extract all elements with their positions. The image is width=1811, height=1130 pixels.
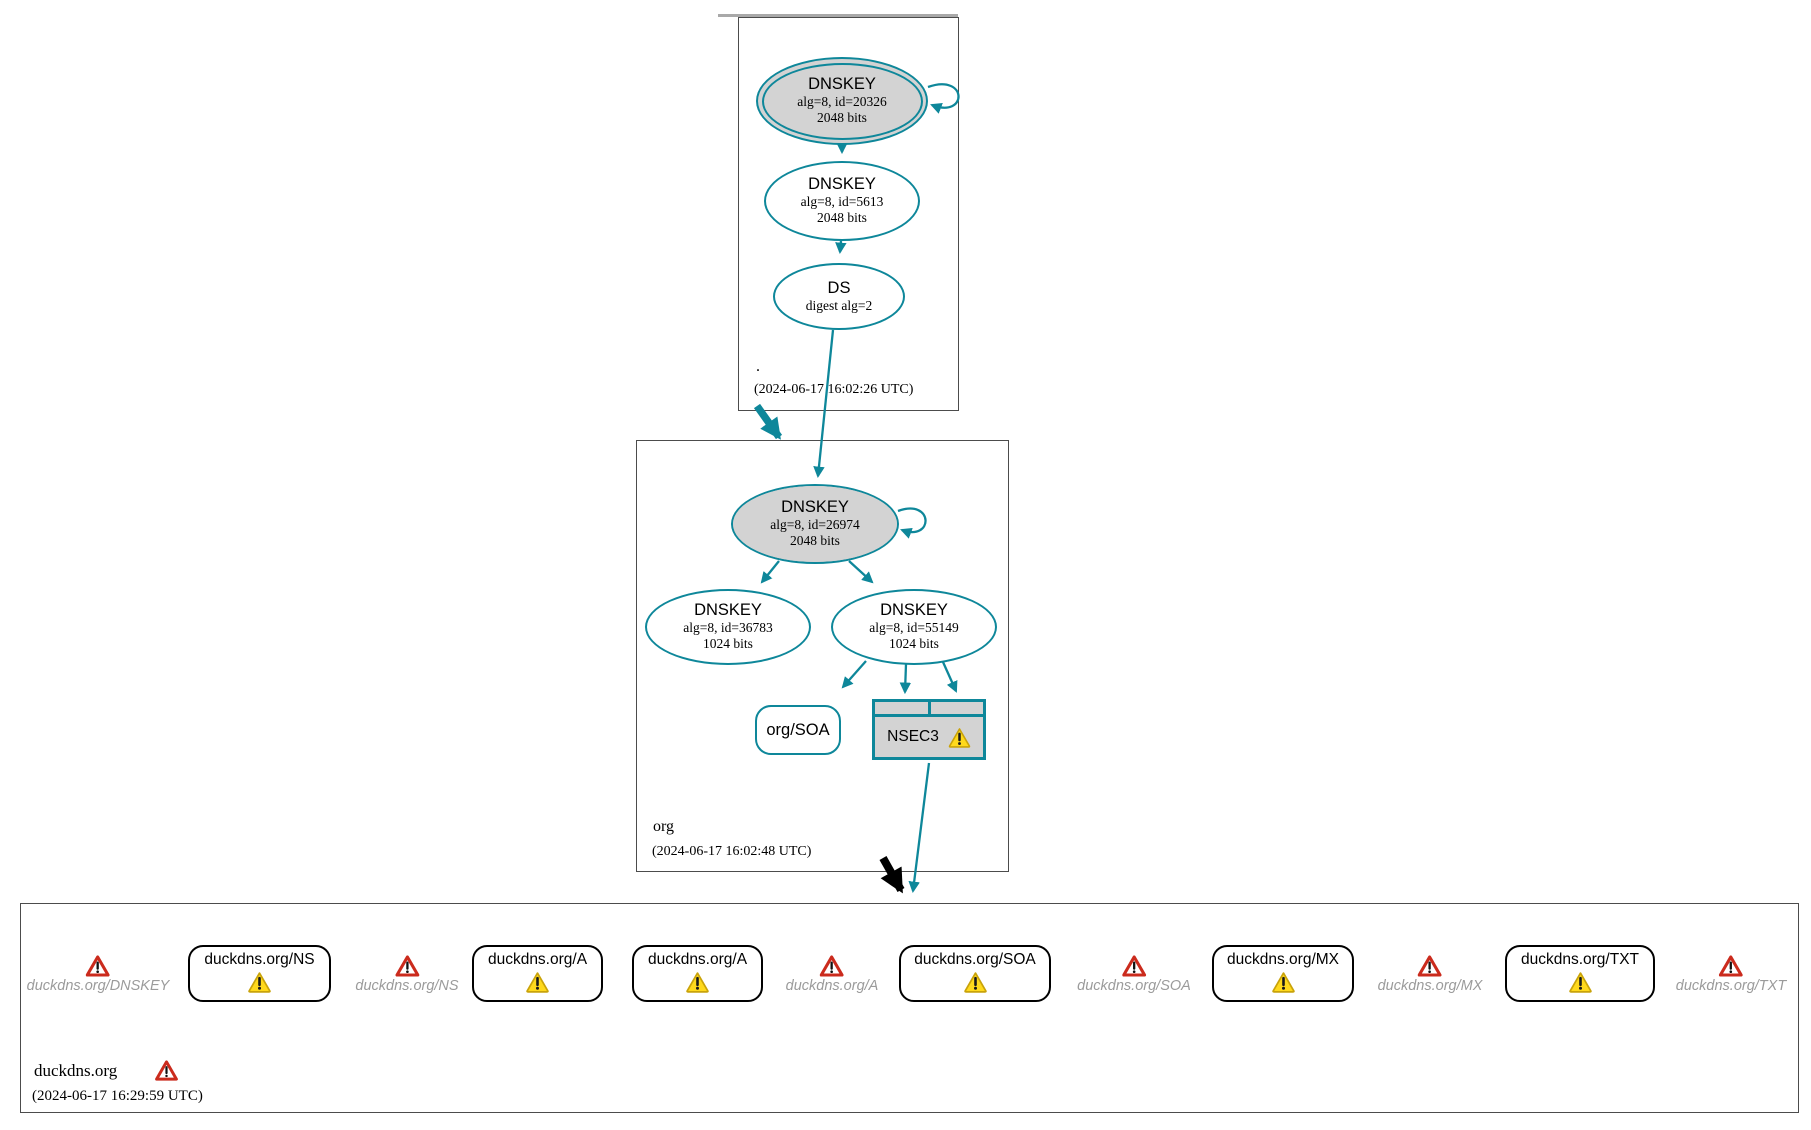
negative-rrset-label: duckdns.org/MX (1377, 978, 1483, 994)
nsec3-node[interactable]: NSEC3 (872, 699, 986, 760)
dnskey-node-org-zsk-36783[interactable]: DNSKEY alg=8, id=36783 1024 bits (645, 589, 811, 665)
warning-icon (1568, 971, 1593, 993)
rrset-node-org-soa[interactable]: org/SOA (755, 705, 841, 755)
zone-timestamp-org: (2024-06-17 16:02:48 UTC) (652, 844, 812, 859)
rrset-label: duckdns.org/NS (204, 951, 315, 968)
rrset-label: duckdns.org/A (647, 951, 748, 968)
node-detail: alg=8, id=36783 (683, 620, 773, 636)
warning-icon (685, 971, 710, 993)
rrset-node-duckdns-soa[interactable]: duckdns.org/SOA (899, 945, 1051, 1002)
nsec3-body: NSEC3 (875, 717, 983, 757)
nsec3-cell-right (930, 702, 983, 714)
nsec3-header-row (875, 702, 983, 714)
nsec3-label: NSEC3 (887, 728, 939, 745)
rrset-label: duckdns.org/TXT (1520, 951, 1640, 968)
rrset-node-duckdns-ns[interactable]: duckdns.org/NS (188, 945, 331, 1002)
negative-rrset-label: duckdns.org/SOA (1077, 978, 1191, 994)
dnskey-node-org-ksk-inner: DNSKEY alg=8, id=26974 2048 bits (733, 486, 897, 562)
dnskey-node-root-ksk-inner: DNSKEY alg=8, id=20326 2048 bits (761, 62, 923, 140)
node-detail: alg=8, id=26974 (770, 517, 860, 533)
zone-timestamp-duckdns: (2024-06-17 16:29:59 UTC) (32, 1088, 203, 1104)
dnskey-node-org-zsk-55149[interactable]: DNSKEY alg=8, id=55149 1024 bits (831, 589, 997, 665)
zone-label-org: org (653, 818, 675, 835)
node-detail: 1024 bits (889, 636, 939, 652)
rrset-label: duckdns.org/MX (1227, 951, 1339, 968)
node-detail: alg=8, id=20326 (797, 94, 887, 110)
negative-rrset-label: duckdns.org/NS (355, 978, 459, 994)
warning-icon (525, 971, 550, 993)
dnskey-node-org-zsk-55149-inner: DNSKEY alg=8, id=55149 1024 bits (833, 591, 995, 663)
ds-node-root[interactable]: DS digest alg=2 (773, 263, 905, 330)
dnskey-node-root-ksk[interactable]: DNSKEY alg=8, id=20326 2048 bits (756, 57, 928, 145)
error-node-duckdns-soa[interactable]: duckdns.org/SOA (1077, 955, 1191, 994)
rrset-node-duckdns-mx[interactable]: duckdns.org/MX (1212, 945, 1354, 1002)
zone-box-duckdns (20, 903, 1799, 1113)
node-detail: alg=8, id=5613 (800, 194, 884, 210)
error-icon (1122, 955, 1146, 977)
node-detail: 2048 bits (817, 110, 867, 126)
warning-icon (948, 727, 971, 748)
negative-rrset-label: duckdns.org/A (785, 978, 879, 994)
node-title: DS (827, 278, 851, 297)
warning-icon (1271, 971, 1296, 993)
rrset-label: duckdns.org/A (487, 951, 588, 968)
node-title: DNSKEY (808, 75, 876, 94)
nsec3-cell-left (875, 702, 928, 714)
error-icon (395, 955, 419, 977)
zone-label-root: . (756, 358, 760, 375)
zone-box-root (738, 17, 959, 411)
error-icon (1418, 955, 1442, 977)
node-detail: alg=8, id=55149 (869, 620, 959, 636)
node-title: DNSKEY (781, 498, 849, 517)
node-detail: 2048 bits (790, 533, 840, 549)
root-box-top-strip (718, 14, 958, 17)
negative-rrset-label: duckdns.org/DNSKEY (26, 978, 170, 994)
rrset-node-duckdns-txt[interactable]: duckdns.org/TXT (1505, 945, 1655, 1002)
error-node-duckdns-dnskey[interactable]: duckdns.org/DNSKEY (26, 955, 170, 994)
warning-icon (963, 971, 988, 993)
rrset-label: duckdns.org/SOA (914, 951, 1036, 968)
error-node-duckdns-a[interactable]: duckdns.org/A (785, 955, 879, 994)
rrset-node-duckdns-a-1[interactable]: duckdns.org/A (472, 945, 603, 1002)
zone-timestamp-root: (2024-06-17 16:02:26 UTC) (754, 382, 914, 397)
dnskey-node-org-ksk[interactable]: DNSKEY alg=8, id=26974 2048 bits (731, 484, 899, 564)
node-title: DNSKEY (808, 175, 876, 194)
error-icon (86, 955, 110, 977)
error-node-duckdns-ns[interactable]: duckdns.org/NS (355, 955, 459, 994)
rrset-node-duckdns-a-2[interactable]: duckdns.org/A (632, 945, 763, 1002)
error-icon (820, 955, 844, 977)
node-detail: digest alg=2 (805, 297, 873, 313)
dnskey-node-root-zsk-inner: DNSKEY alg=8, id=5613 2048 bits (766, 163, 918, 239)
node-detail: 1024 bits (703, 636, 753, 652)
error-node-duckdns-mx[interactable]: duckdns.org/MX (1377, 955, 1483, 994)
node-detail: 2048 bits (817, 210, 867, 226)
warning-icon (247, 971, 272, 993)
zone-label-duckdns-row: duckdns.org (34, 1060, 178, 1081)
error-icon (1719, 955, 1743, 977)
dnskey-node-org-zsk-36783-inner: DNSKEY alg=8, id=36783 1024 bits (647, 591, 809, 663)
node-title: DNSKEY (694, 601, 762, 620)
rrset-label: org/SOA (766, 720, 830, 739)
ds-node-root-inner: DS digest alg=2 (775, 265, 903, 328)
negative-rrset-label: duckdns.org/TXT (1675, 978, 1787, 994)
error-node-duckdns-txt[interactable]: duckdns.org/TXT (1676, 955, 1786, 994)
node-title: DNSKEY (880, 601, 948, 620)
zone-label-duckdns: duckdns.org (34, 1060, 118, 1080)
error-icon (155, 1060, 178, 1081)
dnskey-node-root-zsk[interactable]: DNSKEY alg=8, id=5613 2048 bits (764, 161, 920, 241)
